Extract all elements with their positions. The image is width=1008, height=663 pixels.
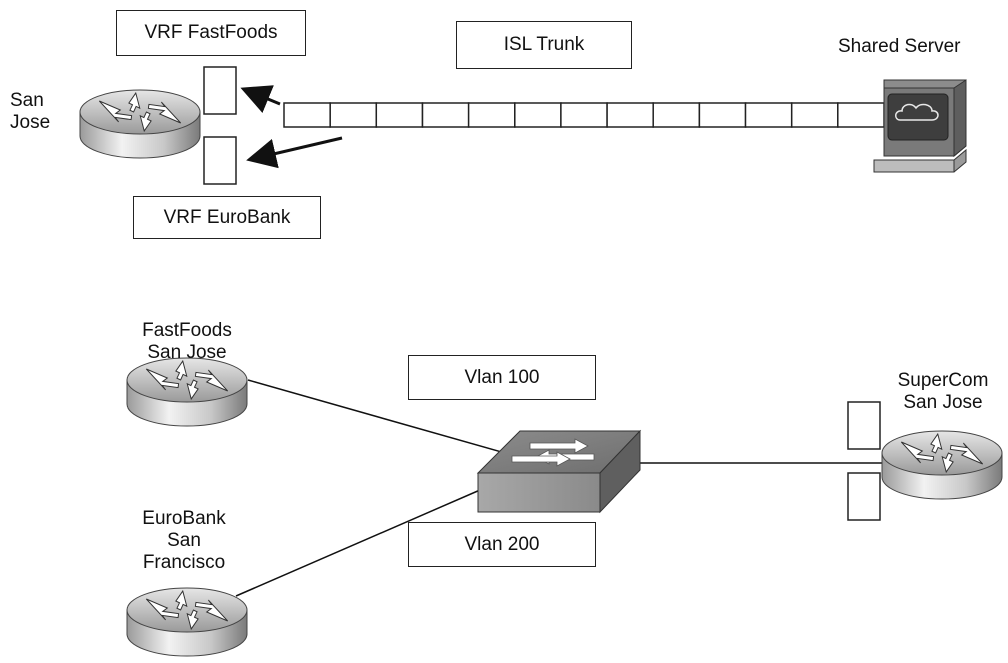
eurobank-router-label: EuroBank San Francisco — [124, 508, 244, 574]
vlan-100-box: Vlan 100 — [408, 355, 596, 400]
vrf-fastfoods-box: VRF FastFoods — [116, 10, 306, 56]
supercom-label-line: SuperCom — [897, 370, 989, 391]
arrow-to-eurobank — [246, 136, 343, 169]
eurobank-label-line: San — [167, 530, 201, 551]
supercom-router-label: SuperCom San Jose — [882, 370, 1004, 414]
isl-trunk-label: ISL Trunk — [503, 34, 585, 55]
trunk-segment — [790, 102, 839, 128]
vrf-fastfoods-label: VRF FastFoods — [144, 22, 278, 43]
trunk-segment — [560, 102, 608, 128]
eurobank-router-icon — [126, 587, 248, 657]
supercom-port-lower — [847, 472, 881, 521]
isl-trunk-bar — [283, 102, 885, 128]
supercom-label-line: San Jose — [903, 392, 983, 413]
supercom-router-icon — [881, 430, 1003, 500]
trunk-segment — [375, 102, 424, 128]
eurobank-label-line: Francisco — [142, 552, 226, 573]
fastfoods-label-line: San Jose — [147, 342, 227, 363]
fastfoods-router-icon — [126, 357, 248, 427]
fastfoods-router-label: FastFoods San Jose — [127, 320, 247, 364]
link-eurobank-switch — [235, 489, 481, 597]
san-jose-label-line: San — [10, 90, 44, 111]
san-jose-label-line: Jose — [10, 112, 51, 133]
eurobank-label-line: EuroBank — [142, 508, 226, 529]
fastfoods-label-line: FastFoods — [142, 320, 232, 341]
switch-icon — [476, 429, 642, 514]
san-jose-router-icon — [79, 89, 201, 159]
shared-server-label: Shared Server — [838, 36, 961, 57]
trunk-segment — [837, 102, 885, 128]
vrf-eurobank-label: VRF EuroBank — [163, 206, 291, 228]
trunk-segment — [606, 102, 655, 128]
shared-server-icon — [873, 79, 967, 173]
isl-trunk-box: ISL Trunk — [456, 21, 632, 69]
trunk-segment — [329, 102, 378, 128]
vrf-eurobank-box: VRF EuroBank — [133, 196, 321, 239]
port-eurobank — [203, 136, 237, 185]
vlan-200-label: Vlan 200 — [464, 533, 540, 555]
vlan-100-label: Vlan 100 — [464, 366, 540, 388]
trunk-segment — [514, 102, 562, 128]
trunk-segment — [421, 102, 470, 128]
san-jose-label: San Jose — [10, 90, 50, 134]
trunk-segment — [467, 102, 516, 128]
port-fastfoods — [203, 66, 237, 115]
trunk-segment — [652, 102, 701, 128]
supercom-port-upper — [847, 401, 881, 450]
link-fastfoods-switch — [247, 379, 513, 456]
vlan-200-box: Vlan 200 — [408, 522, 596, 567]
trunk-segment — [744, 102, 793, 128]
trunk-segment — [283, 102, 331, 128]
arrow-to-fastfoods — [240, 85, 281, 114]
trunk-segment — [698, 102, 747, 128]
